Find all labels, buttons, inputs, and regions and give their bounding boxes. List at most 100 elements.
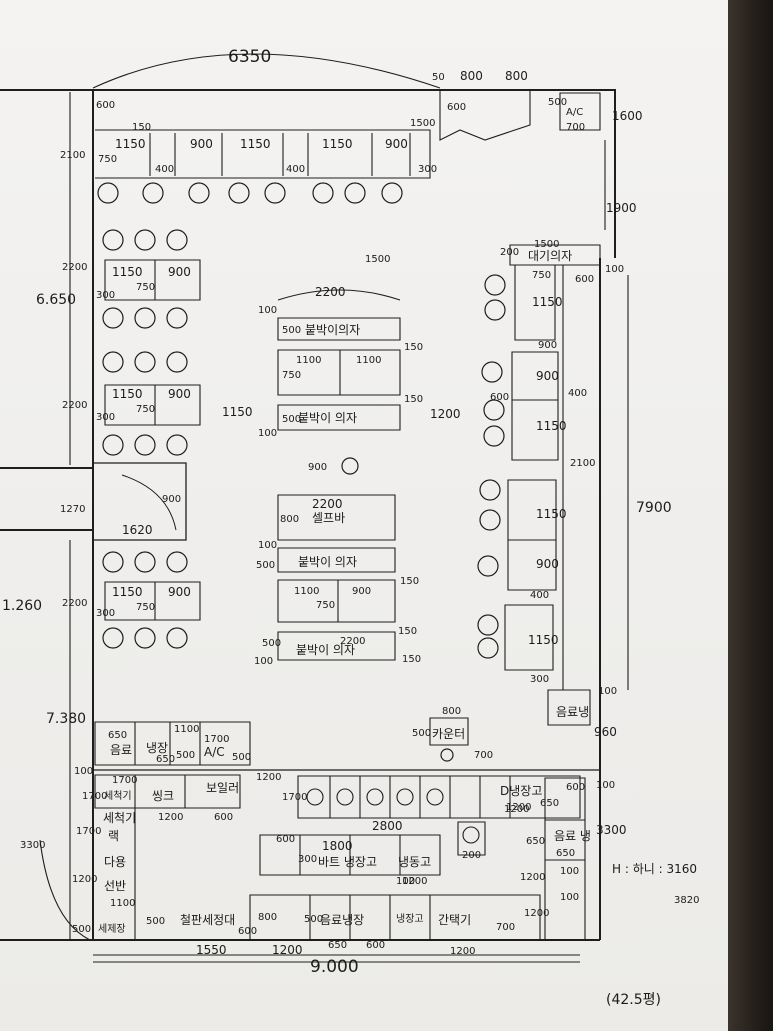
dim-center-800: 800 [280,514,299,525]
stools-group [97,182,506,762]
dim-kitchen-1550: 1550 [196,943,227,957]
stool [134,551,156,573]
prep-table [259,834,441,876]
boiler-label: 보일러 [206,781,239,795]
dim-counter-500: 500 [412,728,431,739]
small-cooker [457,821,486,856]
dim-center-150d: 150 [398,626,417,637]
bench-1-label: 붙박이의자 [305,323,360,337]
dim-left-lower: 7.380 [46,711,86,727]
sink-label: 씽크 [152,789,174,803]
freezer-label: 냉동고 [398,855,431,869]
bottom-counter [249,894,541,941]
note-area: (42.5평) [606,992,661,1008]
bench-4 [277,631,396,661]
dim-toilet-1270: 1270 [60,504,85,515]
dim-center-100d: 100 [254,656,273,667]
drink-fridge-box [547,689,591,726]
dim-kitchen-100: 100 [74,766,93,777]
stool [479,509,501,531]
ac-label: A/C [566,107,583,118]
dim-kitchen-3300: 3300 [20,840,45,851]
dim-kitchen-1200i: 1200 [506,802,531,813]
dim-center-2200c: 2200 [340,636,365,647]
burner [396,788,414,806]
dim-top-1150b: 1150 [240,137,271,151]
self-bar [277,494,396,541]
dim-right-2100: 2100 [570,458,595,469]
note-h2: 3820 [674,895,699,906]
dim-right-main: 7900 [636,500,672,516]
washer-label: 세척기 [103,811,136,825]
cooking-line [297,775,581,819]
stool [102,627,124,649]
stool [166,351,188,373]
bench-2-label: 붙박이 의자 [298,411,357,425]
dim-center-2200b: 2200 [312,497,343,511]
dim-kitchen-1200h: 1200 [402,876,427,887]
stool [381,182,403,204]
dim-center-100c: 100 [258,540,277,551]
right-kitchen-stack [544,777,586,941]
dim-center-1100c: 1100 [294,586,319,597]
toilet-door-arc [121,474,177,531]
dim-kitchen-500b: 500 [232,752,251,763]
dim-top-width: 6350 [228,47,271,67]
dim-left-1150a: 1150 [112,265,143,279]
right-table-1 [514,264,556,341]
stool [481,361,503,383]
dim-top-1150c: 1150 [322,137,353,151]
small-fridge-label: 냉장고 [396,913,424,925]
background-surface [728,0,773,1031]
kitchen-fridge-label: 냉장 [146,741,168,755]
dim-kitchen-1200f: 1200 [450,946,475,957]
shelf-label: 선반 [104,879,126,893]
stool [102,351,124,373]
counter-box [429,717,469,746]
dim-entrance-1900: 1900 [606,201,637,215]
cabinet-label: 간택기 [438,913,471,927]
dim-center-150a: 150 [404,342,423,353]
dim-right-1150b: 1150 [536,419,567,433]
dim-center-500a: 500 [282,325,301,336]
stool [477,637,499,659]
dim-entrance-50: 50 [432,72,445,83]
kitchen-ac-label: A/C [204,745,225,759]
entrance-box [439,90,531,141]
dim-center-1100b: 1100 [356,355,381,366]
dim-center-900: 900 [308,462,327,473]
dim-right-150: 400 [568,388,587,399]
stool [484,299,506,321]
dim-right-750: 750 [532,270,551,281]
dim-kitchen-3300b: 3300 [596,823,627,837]
dim-kitchen-650c: 650 [328,940,347,951]
dim-kitchen-1200k: 1200 [504,804,529,815]
dim-top-400b: 400 [286,164,305,175]
dim-kitchen-100c: 100 [560,892,579,903]
station-label: 철판세정대 [180,913,235,927]
dim-center-500b: 500 [282,414,301,425]
note-h: H : 하니 : 3160 [612,862,697,876]
kitchen-drink-label: 음료 [110,743,132,757]
dim-center-1500: 1500 [365,254,390,265]
stool [102,434,124,456]
dim-center-750a: 750 [282,370,301,381]
ac-unit-box [559,92,601,131]
burner [306,788,324,806]
dim-kitchen-1200j: 1200 [520,872,545,883]
stool [97,182,119,204]
dim-left-upper: 6.650 [36,292,76,308]
stool [228,182,250,204]
stool [142,182,164,204]
dim-left-300a: 300 [96,290,115,301]
dim-kitchen-300: 300 [298,854,317,865]
counter-label: 카운터 [432,727,465,741]
dim-kitchen-1100b: 1100 [110,898,135,909]
burner [426,788,444,806]
dim-ac-700: 700 [566,122,585,133]
left-table-1 [104,259,201,301]
dim-center-150e: 150 [402,654,421,665]
burner [462,826,480,844]
stool [264,182,286,204]
